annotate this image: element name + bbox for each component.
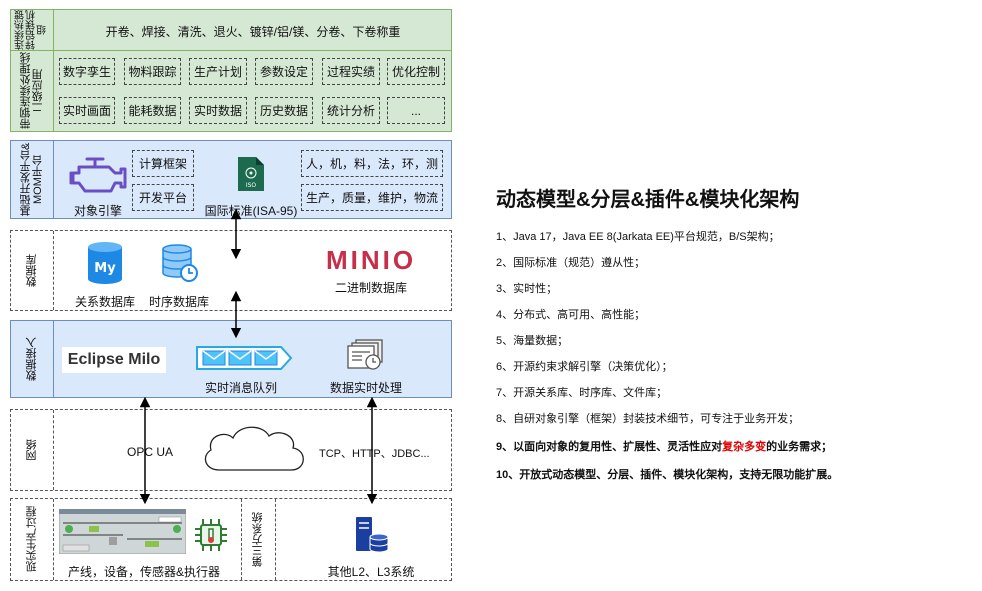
database-layer: 数据库 My 关系数据库 时序数据库 MINIO 二进制数据库: [10, 230, 452, 311]
app-optimization-control[interactable]: 优化控制: [387, 58, 445, 85]
network-layer: 网络 OPC UA TCP、HTTP、JDBC...: [10, 409, 452, 491]
third-party-label: 第三方系统: [252, 512, 264, 567]
minio-logo: MINIO: [325, 245, 417, 275]
app-process-results[interactable]: 过程实绩: [322, 58, 380, 85]
feature-9: 9、以面向对象的复用性、扩展性、灵活性应对复杂多变的业务需求；: [496, 438, 832, 454]
app-history-data[interactable]: 历史数据: [255, 97, 313, 124]
realtime-processing-icon: [347, 339, 385, 371]
iso-document-icon: ISO: [236, 155, 266, 193]
protocols-label: TCP、HTTP、JDBC...: [317, 445, 432, 461]
sensor-chip-icon: [193, 515, 229, 555]
feature-9-highlight: 复杂多变: [722, 441, 767, 453]
platform-layer-label: 基础开发平台& MOM平台: [20, 142, 44, 217]
app-realtime-data[interactable]: 实时数据: [189, 97, 247, 124]
mysql-database-icon: My: [86, 241, 124, 285]
feature-9-after: 的业务需求；: [766, 441, 833, 453]
app-parameter-setting[interactable]: 参数设定: [255, 58, 313, 85]
feature-9-before: 9、以面向对象的复用性、扩展性、灵活性应对: [496, 441, 723, 453]
management-elements[interactable]: 生产，质量，维护，物流: [301, 184, 443, 211]
app-realtime-screen[interactable]: 实时画面: [59, 97, 115, 124]
opc-ua-label: OPC UA: [125, 445, 176, 459]
network-layer-label: 网络: [26, 439, 38, 461]
iso-icon-text: ISO: [246, 182, 257, 189]
feature-2: 2、国际标准（规范）遵从性；: [496, 257, 646, 269]
production-line-screenshot: [59, 509, 186, 554]
line-layer-label: 连续热镀锌铝镁机组: [15, 10, 49, 50]
message-queue-icon: [195, 345, 293, 371]
feature-3: 3、实时性；: [496, 283, 558, 295]
relational-db-label: 关系数据库: [74, 295, 135, 309]
field-layer-label: 现实生产过程: [26, 506, 38, 573]
data-access-layer: 数据接入 Eclipse Milo 实时消息队列: [10, 320, 452, 398]
eclipse-milo-text: Eclipse Milo: [67, 351, 161, 368]
feature-6: 6、开源约束求解引擎（决策优化）；: [496, 361, 673, 373]
line-processes: 开卷、焊接、清洗、退火、镀锌/铝/镁、分卷、下卷称重: [105, 25, 401, 39]
devices-label: 产线，设备，传感器&执行器: [67, 565, 220, 579]
app-digital-twin[interactable]: 数字孪生: [59, 58, 115, 85]
platform-layer: 基础开发平台& MOM平台 对象引擎 计算框架 开发平台 ISO 国际标准(IS…: [10, 140, 452, 219]
apps-layer-label: 带钢连续处理线二级应用: [20, 52, 44, 130]
production-elements[interactable]: 人，机，料，法，环，测: [301, 150, 443, 177]
app-statistics[interactable]: 统计分析: [322, 97, 380, 124]
feature-5: 5、海量数据；: [496, 335, 569, 347]
timeseries-db-label: 时序数据库: [148, 295, 209, 309]
binary-db-label: 二进制数据库: [334, 281, 407, 295]
my-icon-text: My: [94, 261, 116, 276]
timeseries-database-icon: [159, 241, 199, 285]
queue-label: 实时消息队列: [204, 381, 277, 395]
app-more[interactable]: ...: [387, 97, 445, 124]
feature-10: 10、开放式动态模型、分层、插件、模块化架构，支持无限功能扩展。: [496, 469, 839, 481]
production-line-layer: 连续热镀锌铝镁机组 开卷、焊接、清洗、退火、镀锌/铝/镁、分卷、下卷称重: [10, 9, 452, 51]
feature-1: 1、Java 17，Java EE 8(Jarkata EE)平台规范，B/S架…: [496, 231, 780, 243]
compute-framework[interactable]: 计算框架: [132, 150, 194, 177]
field-layer: 现实生产过程 产线，设备，传感器&执行器 第三方系统: [10, 498, 452, 581]
cloud-icon: [197, 422, 309, 478]
engine-icon: [69, 153, 127, 195]
standard-label: 国际标准(ISA-95): [204, 204, 298, 218]
engine-label: 对象引擎: [73, 204, 122, 218]
third-systems-label: 其他L2、L3系统: [327, 565, 415, 579]
server-database-icon: [354, 515, 390, 555]
app-production-plan[interactable]: 生产计划: [189, 58, 247, 85]
panel-title: 动态模型&分层&插件&模块化架构: [496, 189, 800, 211]
app-energy-data[interactable]: 能耗数据: [124, 97, 181, 124]
apps-layer: 带钢连续处理线二级应用 数字孪生 物料跟踪 生产计划 参数设定 过程实绩 优化控…: [10, 50, 452, 132]
eclipse-milo-logo: Eclipse Milo: [62, 347, 166, 373]
feature-8: 8、自研对象引擎（框架）封装技术细节，可专注于业务开发；: [496, 413, 800, 425]
realtime-processing-label: 数据实时处理: [329, 381, 402, 395]
feature-7: 7、开源关系库、时序库、文件库；: [496, 387, 668, 399]
app-material-tracking[interactable]: 物料跟踪: [124, 58, 181, 85]
dev-platform[interactable]: 开发平台: [132, 184, 194, 211]
feature-4: 4、分布式、高可用、高性能；: [496, 309, 646, 321]
data-access-layer-label: 数据接入: [26, 337, 38, 381]
database-layer-label: 数据库: [26, 254, 38, 287]
